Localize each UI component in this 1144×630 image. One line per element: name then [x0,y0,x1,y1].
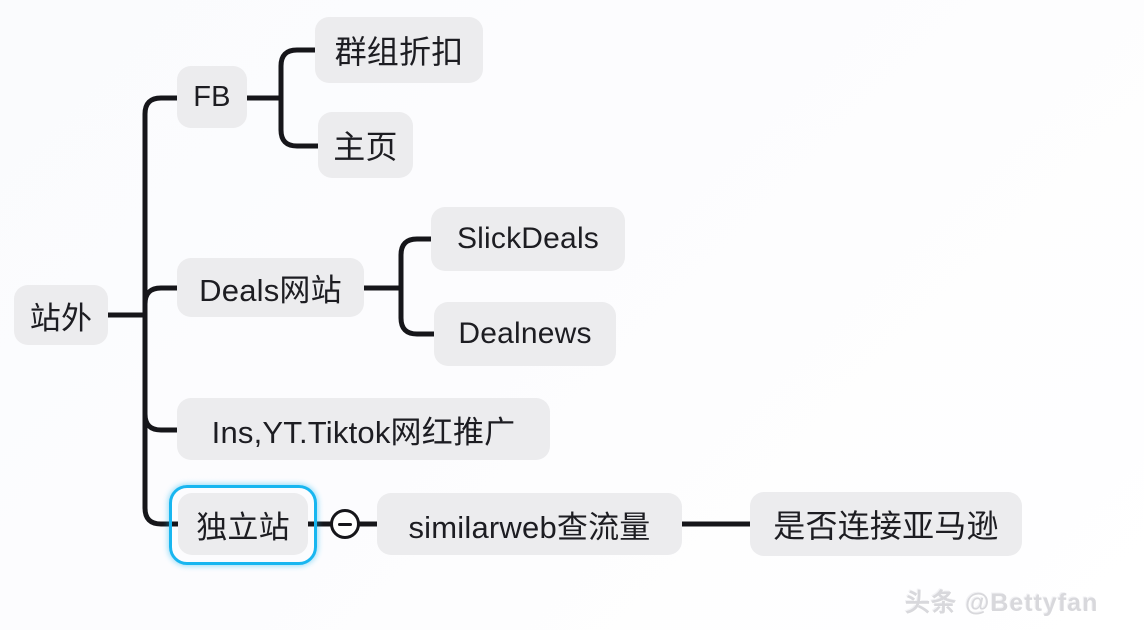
node-fb-group-discount[interactable]: 群组折扣 [315,17,483,83]
node-fb-group-discount-label: 群组折扣 [334,34,464,70]
collapse-toggle-button[interactable] [330,509,360,539]
node-root-label: 站外 [29,300,93,336]
edge-line [142,95,180,318]
node-dealnews[interactable]: Dealnews [434,302,616,366]
node-influencer-promo-label: Ins,YT.Tiktok网红推广 [211,414,516,450]
node-deals-sites-label: Deals网站 [199,273,342,308]
node-deals-sites[interactable]: Deals网站 [177,258,364,317]
node-similarweb-traffic-label: similarweb查流量 [408,509,651,545]
node-standalone-site[interactable]: 独立站 [178,493,308,555]
node-slickdeals-label: SlickDeals [456,222,600,255]
node-fb-homepage[interactable]: 主页 [318,112,413,178]
node-fb-homepage-label: 主页 [333,129,398,165]
edge-line [398,285,437,337]
edge-line [142,285,180,318]
selection-ring [169,485,317,565]
edge-line [278,47,318,101]
minus-icon [338,522,352,526]
node-influencer-promo[interactable]: Ins,YT.Tiktok网红推广 [177,398,550,460]
node-standalone-site-label: 独立站 [196,509,290,545]
edge-line [142,312,180,433]
node-fb-label: FB [193,80,231,113]
node-amazon-linked-label: 是否连接亚马逊 [773,508,999,544]
watermark: 头条 @Bettyfan [905,583,1098,619]
node-slickdeals[interactable]: SlickDeals [431,207,625,271]
node-similarweb-traffic[interactable]: similarweb查流量 [377,493,682,555]
edge-line [398,236,434,291]
node-dealnews-label: Dealnews [458,317,592,350]
node-fb[interactable]: FB [177,66,247,128]
edge-line [278,95,321,149]
watermark-text: 头条 @Bettyfan [905,589,1099,617]
node-root[interactable]: 站外 [14,285,108,345]
node-amazon-linked[interactable]: 是否连接亚马逊 [750,492,1022,556]
